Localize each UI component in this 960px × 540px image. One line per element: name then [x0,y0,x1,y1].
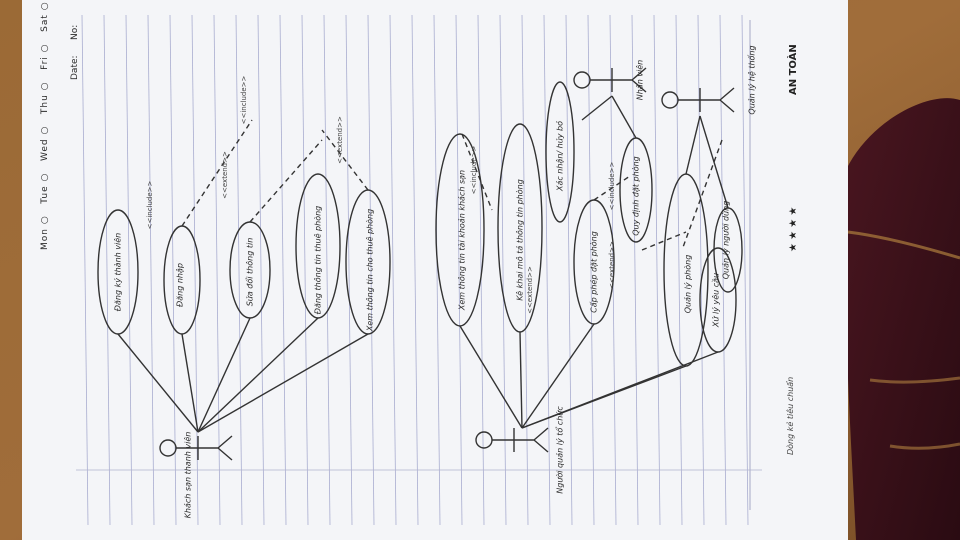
dependency-line-2 [321,129,369,191]
usecase-label-login: Đăng nhập [175,263,185,307]
actor-employee-body [590,67,647,93]
cloth [844,98,960,540]
association-line-13 [699,115,729,209]
usecase-label-policy: Quy định đặt phòng [631,156,641,236]
ruled-lines [81,14,749,526]
day-thu: Thu [40,94,50,115]
notebook-paper [22,0,848,540]
stereotype-label-include: <<include>> [240,75,248,125]
association-line-6 [519,331,523,429]
usecase-label-register_room: Đăng thông tin thuê phòng [313,205,323,315]
usecase-label-host_info: Xem thông tin tài khoản khách sạn [457,169,467,311]
stereotype-label-extend: <<extend>> [608,241,616,289]
dependency-line-5 [641,231,687,251]
day-tue: Tue [40,185,50,204]
usecase-label-view_room: Xem thông tin cho thuê phòng [365,208,375,332]
usecase-label-booking: Cấp phép đặt phòng [589,231,599,313]
association-line-4 [197,333,369,433]
association-line-5 [459,325,523,429]
association-line-10 [581,95,613,121]
dependency-line-6 [681,139,723,251]
usecase-label-confirm: Xác nhận/ hủy bỏ [555,120,565,192]
diagram-strokes [97,67,743,461]
usecase-label-register: Đăng ký thành viên [113,232,123,312]
actor-label-guest: Khách sạn thanh viên [183,431,193,519]
actor-guest-body [176,435,233,461]
actor-label-employee: Nhân viên [635,59,645,101]
stereotype-label-extend: <<extend>> [221,151,229,199]
dependency-line-3 [461,133,493,211]
day-row: Mon ○ Tue ○ Wed ○ Thu ○ Fri ○ Sat ○ [40,1,50,250]
association-line-0 [117,333,199,433]
actor-label-organizer: Người quản lý tổ chức [555,406,565,494]
usecase-label-manage_users: Quản lý người dùng [721,200,731,280]
day-mon: Mon [40,228,50,250]
dependency-line-4 [593,175,631,201]
dependency-line-1 [249,139,323,223]
day-wed: Wed [40,138,50,162]
association-line-9 [521,351,719,429]
usecase-label-edit_info: Sửa đổi thông tin [245,237,255,307]
stereotype-label-extend: <<extend>> [526,266,534,314]
stars: ★ ★ ★ ★ [788,206,799,252]
ruled-caption: Dòng kẻ tiêu chuẩn [786,376,795,455]
actor-label-manager: Quản lý hệ thống [747,45,757,115]
actor-manager-body [678,87,735,113]
association-line-2 [197,317,251,433]
day-fri: Fri [40,56,50,70]
stereotype-label-include: <<include>> [608,161,616,211]
dependency-line-0 [181,119,253,227]
usecase-oval-confirm [545,81,575,223]
association-line-7 [521,323,595,429]
stereotype-label-include: <<include>> [146,180,154,230]
date-label: Date: [70,55,80,80]
stereotype-label-include: <<include>> [470,145,478,195]
day-sat: Sat [40,14,50,32]
association-line-3 [197,317,319,433]
no-label: No: [70,24,80,40]
association-line-12 [685,115,701,175]
brand-label: AN TOÀN [788,44,799,95]
stereotype-label-extend: <<extend>> [336,116,344,164]
association-line-1 [181,333,199,433]
usecase-label-room_mgmt: Quản lý phòng [683,254,693,314]
association-line-11 [611,95,637,139]
usecase-label-process: Xử lý yêu cầu [711,272,721,328]
usecase-label-list_rooms: Kê khai mô tả thông tin phòng [515,179,525,301]
actor-organizer-body [492,427,549,453]
